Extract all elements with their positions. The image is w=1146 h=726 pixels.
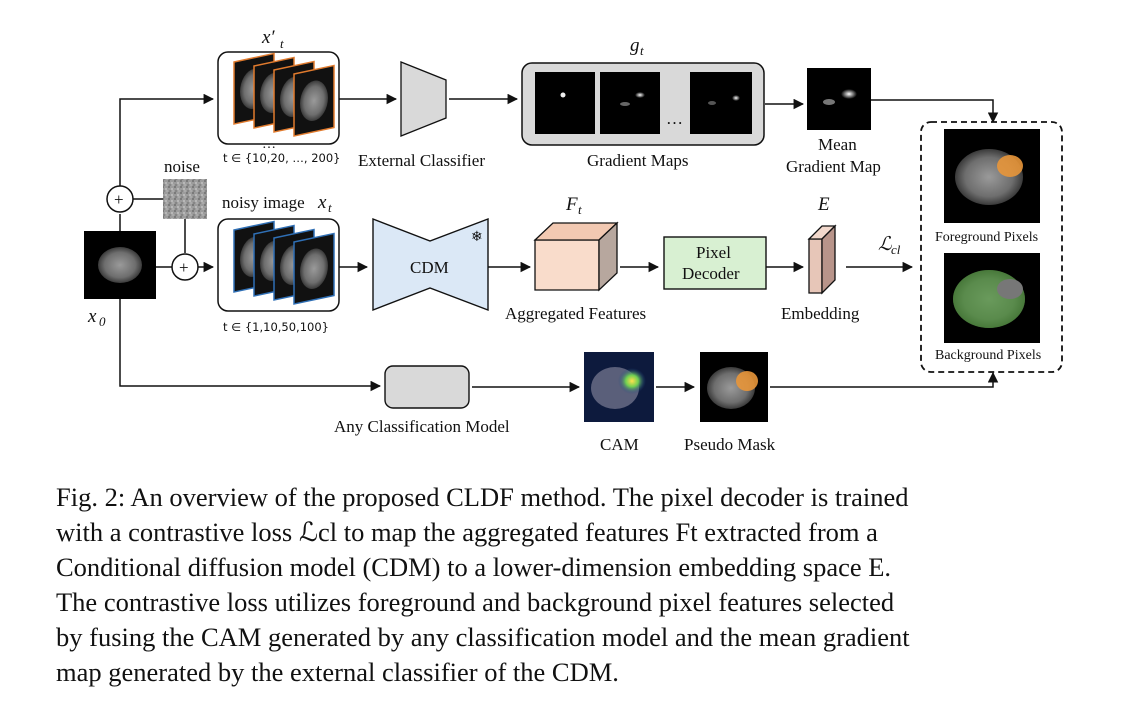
mean-gradient-map-image (807, 68, 871, 130)
pixel-decoder-label-2: Decoder (682, 264, 740, 283)
embedding-label: Embedding (781, 304, 860, 323)
any-classification-model-label: Any Classification Model (334, 417, 510, 436)
g-t-sub: t (640, 43, 644, 58)
x0-label: x (87, 306, 97, 327)
gradient-ellipsis: … (666, 109, 683, 128)
snowflake-icon: ❄ (471, 229, 483, 245)
svg-text:+: + (179, 258, 189, 277)
svg-text:+: + (114, 190, 124, 209)
external-classifier-label: External Classifier (358, 151, 485, 170)
svg-text:x: x (317, 192, 327, 213)
caption-line-3: Conditional diffusion model (CDM) to a l… (56, 552, 892, 582)
foreground-pixels-label: Foreground Pixels (935, 230, 1038, 245)
pseudo-mask-label: Pseudo Mask (684, 435, 776, 454)
aggregated-features-cube (533, 221, 619, 292)
any-classification-model-block (384, 365, 470, 409)
svg-text:t: t (578, 202, 582, 217)
caption-line-5: by fusing the CAM generated by any class… (56, 622, 910, 652)
gradient-maps-label: Gradient Maps (587, 151, 689, 170)
figure-caption: Fig. 2: An overview of the proposed CLDF… (56, 480, 1096, 690)
xt-prime-frames (233, 52, 335, 137)
svg-text:cl: cl (891, 242, 901, 257)
embedding-block (807, 224, 837, 295)
caption-line-4: The contrastive loss utilizes foreground… (56, 587, 895, 617)
gradient-map-3 (690, 72, 752, 134)
xt-prime-ellipsis: … (262, 137, 276, 152)
caption-line-6: map generated by the external classifier… (56, 657, 619, 687)
background-pixels-label: Background Pixels (935, 348, 1041, 363)
method-overview-diagram: x′ t … t ∈ {10,20, …, 200} External Clas… (84, 27, 1063, 454)
E-label: E (817, 194, 830, 215)
cam-label: CAM (600, 435, 639, 454)
cdm-label: CDM (410, 258, 449, 277)
caption-line-2: with a contrastive loss ℒcl to map the a… (56, 517, 878, 547)
F-t-label: F (565, 194, 578, 215)
xt-prime-sub: t (280, 36, 284, 51)
xt-prime-label: x′ (261, 27, 275, 48)
aggregated-features-label: Aggregated Features (505, 304, 646, 323)
x0-sub: 0 (99, 314, 106, 329)
noise-label: noise (164, 157, 200, 176)
gradient-map-1 (535, 72, 595, 134)
caption-line-1: Fig. 2: An overview of the proposed CLDF… (56, 482, 909, 512)
noisy-image-label: noisy image (222, 193, 305, 212)
noisy-image-frames (233, 220, 335, 305)
loss-label: ℒ (878, 234, 893, 255)
gradient-map-2 (600, 72, 660, 134)
mean-gradient-label-1: Mean (818, 135, 857, 154)
t-set-bottom-label: t ∈ {1,10,50,100} (223, 320, 329, 334)
mean-gradient-label-2: Gradient Map (786, 157, 881, 176)
svg-text:t: t (328, 200, 332, 215)
g-t-label: g (630, 35, 640, 56)
pixel-decoder-block (663, 236, 767, 290)
external-classifier-shape (400, 61, 447, 137)
noise-image (163, 179, 207, 219)
pixel-decoder-label-1: Pixel (696, 243, 731, 262)
t-set-top-label: t ∈ {10,20, …, 200} (223, 151, 340, 165)
